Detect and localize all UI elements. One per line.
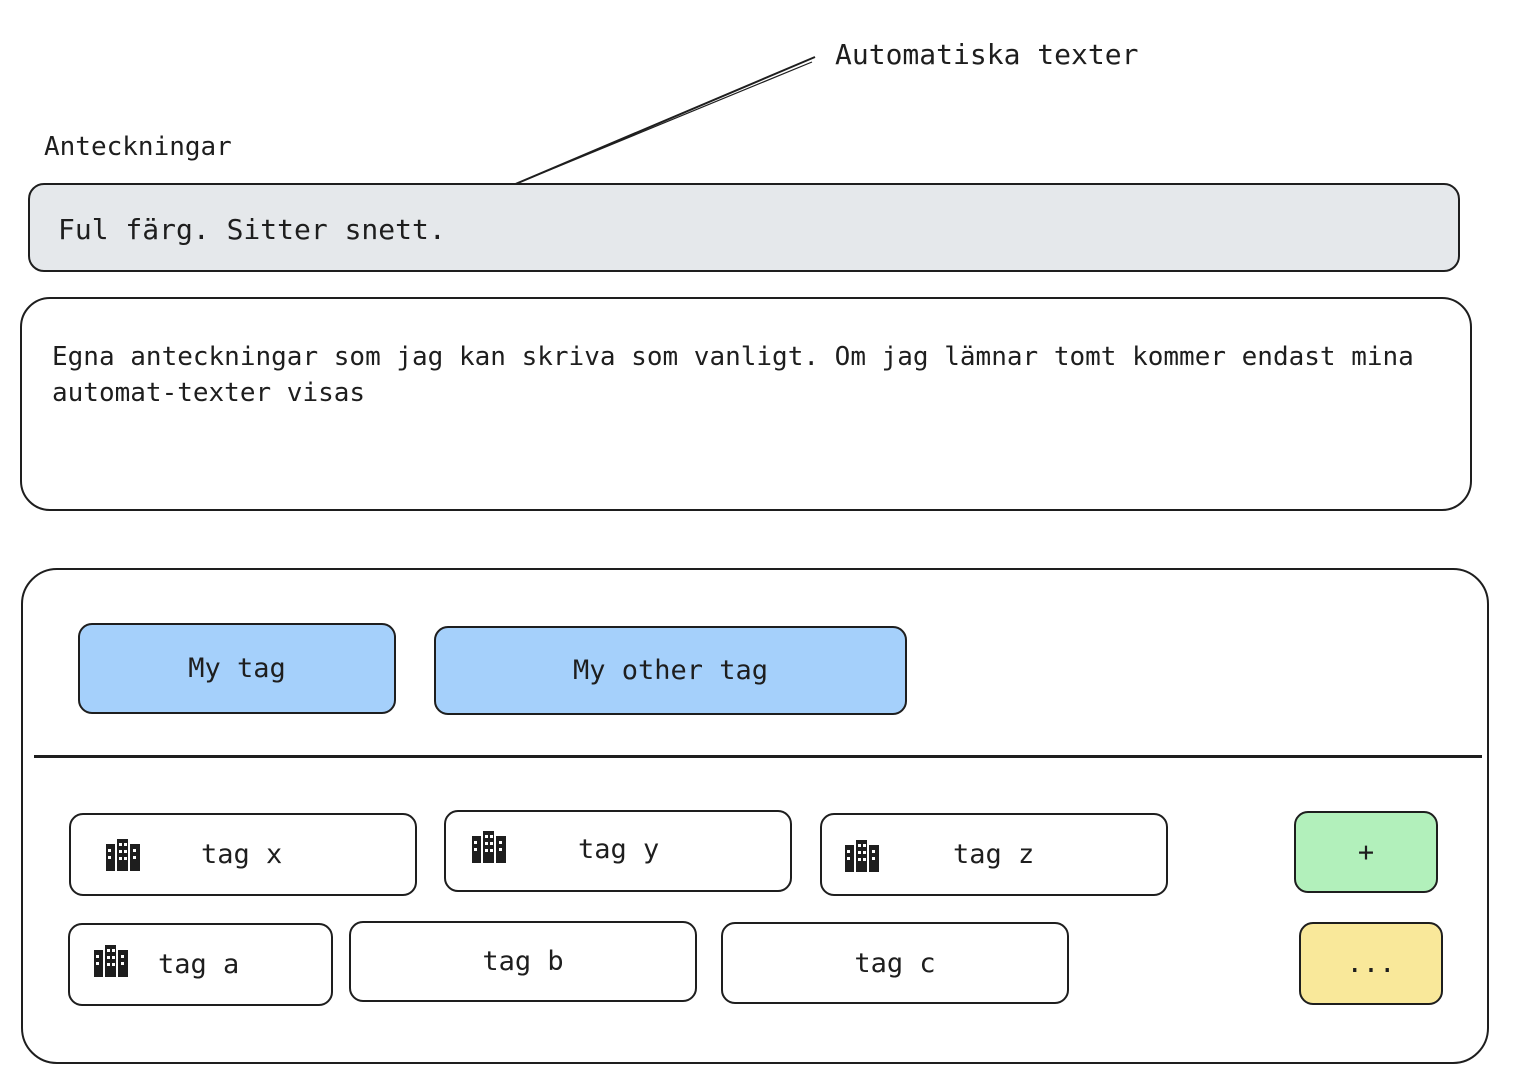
own-notes-textarea[interactable]: Egna anteckningar som jag kan skriva som… — [20, 297, 1472, 511]
ellipsis-icon: ... — [1346, 948, 1396, 979]
tag-label: tag b — [482, 946, 564, 977]
automatic-text-field: Ful färg. Sitter snett. — [28, 183, 1460, 272]
notes-section-label: Anteckningar — [44, 132, 232, 162]
selected-tag-label: My tag — [188, 653, 286, 684]
tag-button-x[interactable]: tag x — [69, 813, 417, 896]
tag-button-a[interactable]: tag a — [68, 923, 333, 1006]
plus-icon: + — [1357, 836, 1375, 868]
tags-divider — [34, 755, 1482, 758]
tag-button-b[interactable]: tag b — [349, 921, 697, 1002]
add-tag-button[interactable]: + — [1294, 811, 1438, 893]
tag-label: tag c — [854, 947, 936, 979]
tag-label: tag a — [158, 949, 240, 980]
building-icon — [845, 840, 879, 872]
building-icon — [94, 945, 128, 977]
tag-label: tag z — [953, 839, 1035, 870]
automatic-texts-callout-label: Automatiska texter — [835, 38, 1139, 71]
automatic-text-value: Ful färg. Sitter snett. — [58, 213, 446, 246]
tag-button-z[interactable]: tag z — [820, 813, 1168, 896]
building-icon — [472, 831, 506, 863]
tag-label: tag y — [578, 834, 660, 865]
more-tags-button[interactable]: ... — [1299, 922, 1443, 1005]
tag-button-y[interactable]: tag y — [444, 810, 792, 892]
selected-tag-label: My other tag — [572, 655, 769, 686]
selected-tag-my-tag[interactable]: My tag — [78, 623, 396, 714]
building-icon — [106, 839, 140, 871]
tag-label: tag x — [201, 839, 283, 870]
tag-button-c[interactable]: tag c — [721, 922, 1069, 1004]
selected-tag-my-other-tag[interactable]: My other tag — [434, 626, 907, 715]
